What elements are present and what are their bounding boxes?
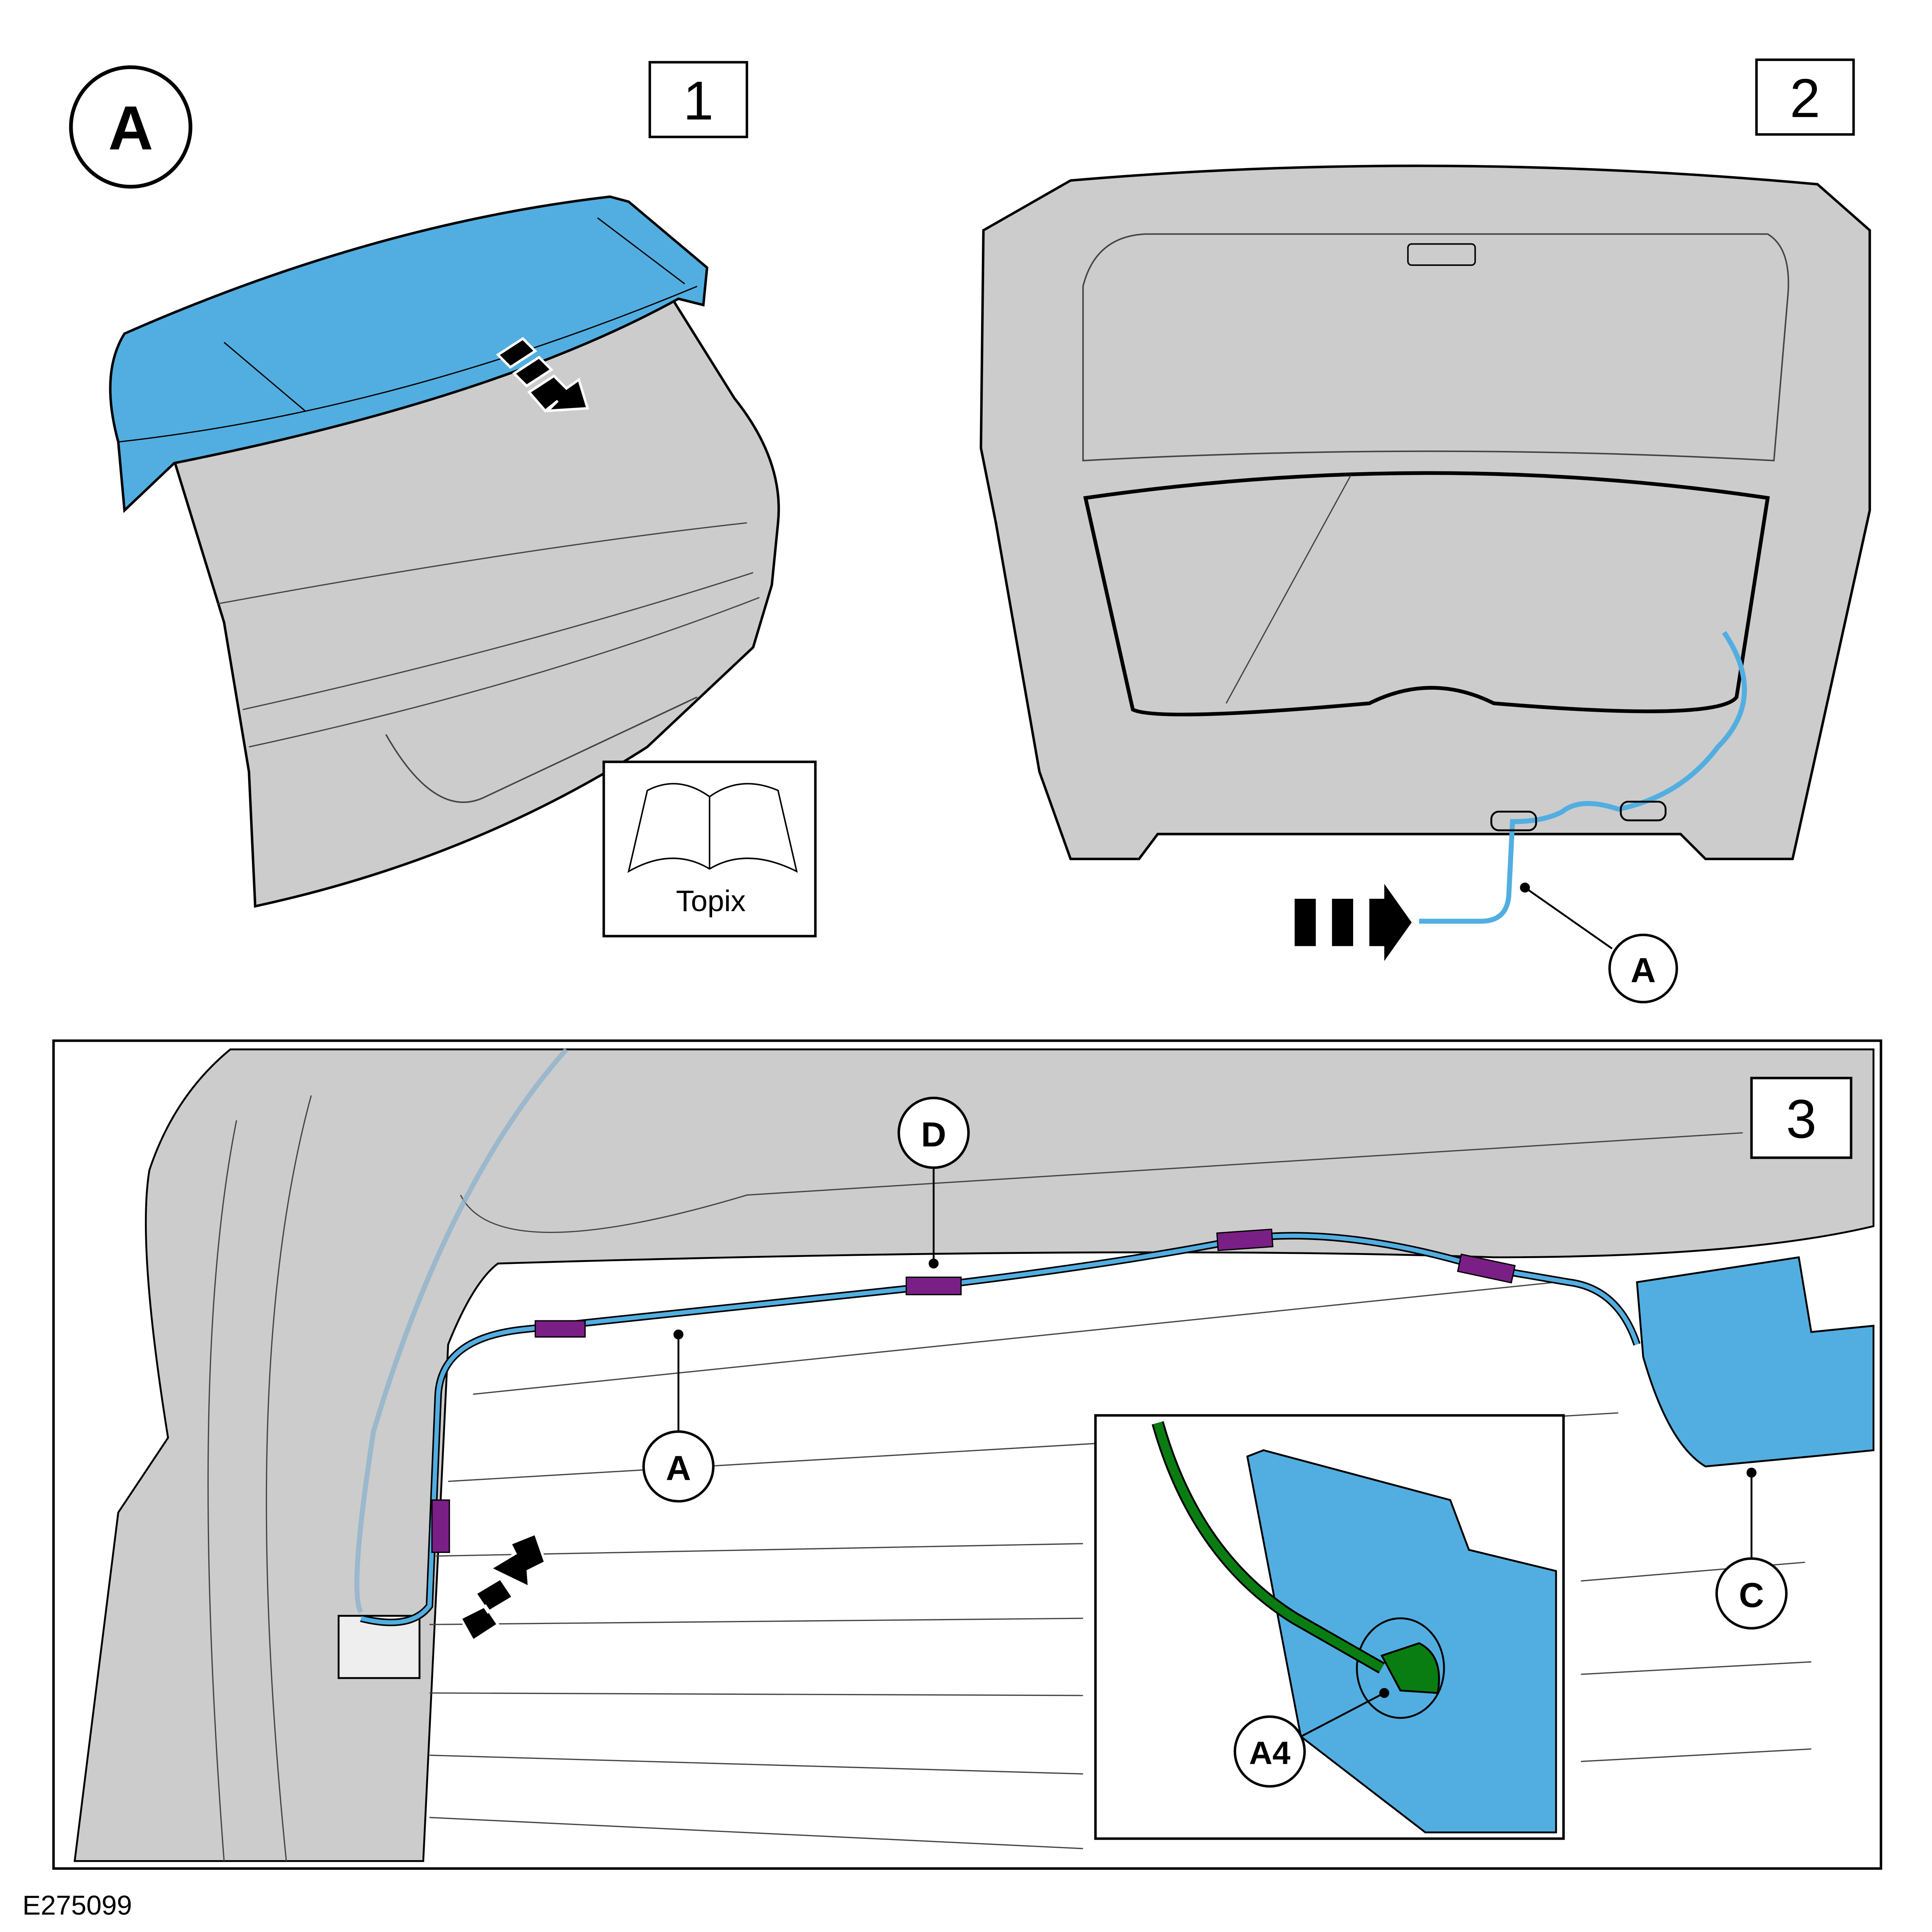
- panel-1: 1 Topix: [109, 61, 817, 937]
- installation-direction-arrow: [1294, 884, 1412, 961]
- callout-a4: A4: [1249, 1735, 1291, 1771]
- callout-a-panel-3: A: [642, 1430, 715, 1503]
- svg-text:D: D: [921, 1115, 946, 1154]
- panel-2: 2 A: [980, 58, 1871, 1003]
- figure-id: E275099: [22, 1890, 132, 1921]
- callout-d: D: [897, 1097, 970, 1169]
- topix-label: Topix: [676, 884, 745, 918]
- svg-text:A: A: [1631, 951, 1656, 990]
- rear-window-opening: [1083, 471, 1770, 717]
- topix-reference: Topix: [602, 760, 817, 937]
- panel-2-number: 2: [1790, 68, 1820, 129]
- connector-detail-inset: A4: [1094, 1414, 1565, 1840]
- tailgate-body: [173, 297, 780, 908]
- callout-a-panel-2: A: [1608, 934, 1678, 1003]
- panel-3-number: 3: [1786, 1089, 1816, 1150]
- svg-text:C: C: [1739, 1576, 1764, 1615]
- main-label-text: A: [108, 94, 153, 163]
- connector-c: [1636, 1256, 1874, 1468]
- svg-text:A: A: [666, 1449, 691, 1488]
- panel-1-number: 1: [683, 70, 714, 131]
- book-icon: [628, 783, 798, 873]
- panel-3: 3 D A C A4: [52, 1039, 1883, 1870]
- installation-direction-arrow-3: [459, 1532, 547, 1643]
- cable-clips: [431, 1228, 1516, 1553]
- cable-a: [1419, 631, 1747, 924]
- callout-c: C: [1715, 1557, 1788, 1630]
- spoiler: [109, 195, 709, 513]
- removal-direction-arrow: [496, 337, 589, 413]
- main-label-badge: A: [69, 65, 192, 189]
